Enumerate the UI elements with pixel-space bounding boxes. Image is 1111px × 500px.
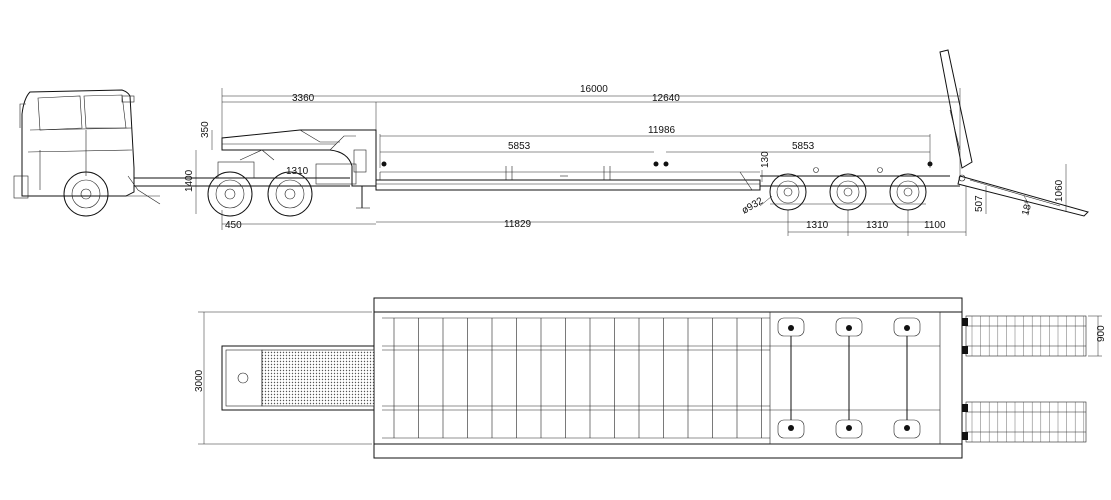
side-dimensions	[195, 88, 1067, 236]
lowbed-deck	[375, 161, 960, 191]
trailer-wheel-1	[769, 173, 807, 211]
rear-ramp	[939, 49, 1089, 217]
truck-drive-wheel-2	[267, 171, 313, 217]
truck-drive-wheel-1	[207, 171, 253, 217]
dim-deck-length: 12640	[652, 93, 680, 104]
dim-wheelbase: 11829	[504, 219, 532, 230]
trailer-wheel-2	[829, 173, 867, 211]
dim-kingpin-offset: 1310	[286, 166, 309, 177]
trailer-wheel-3	[889, 173, 927, 211]
side-view: 16000 3360 12640 11986 5853 5853 350 140…	[13, 49, 1089, 236]
dim-ramp-width: 900	[1096, 325, 1107, 342]
dim-well-length: 11986	[648, 125, 676, 136]
truck-chassis	[126, 161, 357, 205]
dim-rear-overhang: 1100	[924, 220, 946, 231]
dim-ramp-height: 1060	[1054, 179, 1065, 202]
dim-gooseneck-length: 3360	[292, 93, 315, 104]
axle-group-2	[835, 317, 863, 439]
dim-axle-spacing-2: 1310	[866, 220, 889, 231]
dim-neck-height: 350	[200, 121, 211, 138]
top-view: 3000 900	[194, 297, 1107, 459]
ramp-top-2	[962, 401, 1087, 443]
ramp-slats	[971, 316, 1084, 442]
truck-cab	[13, 89, 135, 199]
dim-deck-height: 1400	[184, 169, 195, 192]
cross-members	[393, 318, 762, 438]
dim-overall-width: 3000	[194, 369, 205, 392]
dim-rear-step-height: 130	[760, 151, 771, 168]
dim-axle-spacing-1: 1310	[806, 220, 829, 231]
dim-platform-left: 5853	[508, 141, 531, 152]
axle-group-1	[777, 317, 805, 439]
deck-outline	[373, 297, 963, 459]
ramp-top-1	[962, 315, 1087, 357]
axle-group-3	[893, 317, 921, 439]
dim-front-overhang: 450	[225, 220, 242, 231]
dim-rear-deck-height: 507	[974, 195, 985, 212]
dim-tire-size: ø932	[740, 195, 766, 216]
truck-front-wheel	[63, 171, 109, 217]
dim-platform-right: 5853	[792, 141, 815, 152]
dim-overall-length: 16000	[580, 84, 608, 95]
neck-plate	[261, 349, 375, 407]
dim-ramp-angle: 18°	[1020, 199, 1035, 216]
gooseneck	[221, 129, 377, 209]
